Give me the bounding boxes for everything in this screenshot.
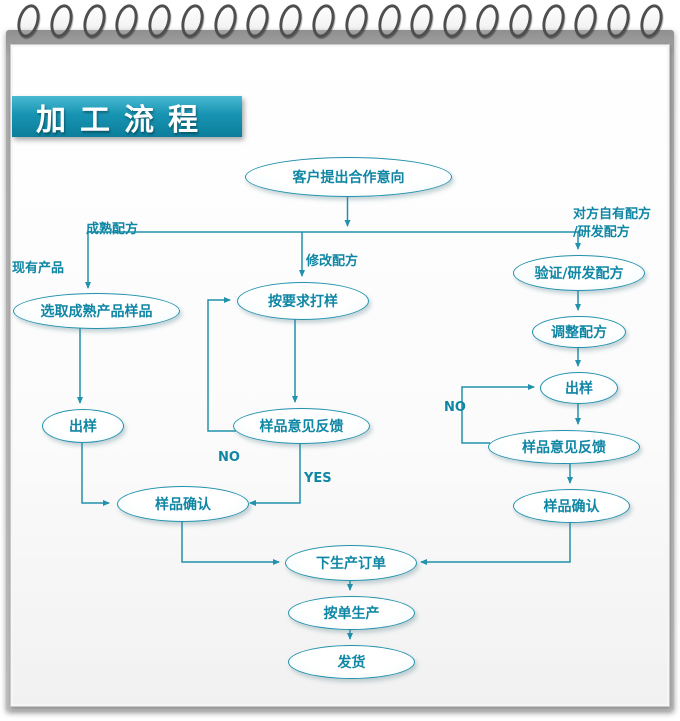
node-customer-intent: 客户提出合作意向 bbox=[245, 157, 452, 197]
node-confirm-left: 样品确认 bbox=[117, 486, 249, 522]
node-verify-develop-formula: 验证/研发配方 bbox=[513, 255, 645, 291]
spiral-ring-icon bbox=[571, 1, 601, 41]
node-feedback-mid: 样品意见反馈 bbox=[233, 408, 370, 444]
edge-label-no-right: NO bbox=[444, 400, 466, 415]
node-ship: 发货 bbox=[288, 645, 415, 679]
spiral-ring-icon bbox=[407, 1, 437, 41]
node-feedback-right: 样品意见反馈 bbox=[488, 430, 640, 464]
spiral-binding bbox=[13, 1, 667, 41]
node-select-mature-sample: 选取成熟产品样品 bbox=[13, 293, 180, 329]
node-produce-per-order: 按单生产 bbox=[288, 596, 415, 630]
node-sample-out-left: 出样 bbox=[42, 409, 124, 443]
spiral-ring-icon bbox=[13, 1, 44, 41]
spiral-ring-icon bbox=[275, 1, 306, 41]
spiral-ring-icon bbox=[46, 1, 77, 41]
spiral-ring-icon bbox=[210, 1, 240, 41]
spiral-ring-icon bbox=[112, 1, 142, 41]
title-banner: 加工流程 bbox=[12, 96, 242, 138]
spiral-ring-icon bbox=[177, 1, 208, 41]
spiral-ring-icon bbox=[308, 1, 339, 41]
spiral-ring-icon bbox=[439, 1, 470, 41]
spiral-ring-icon bbox=[538, 1, 568, 41]
spiral-ring-icon bbox=[341, 1, 372, 41]
edge-label-yes-mid: YES bbox=[304, 471, 332, 486]
node-adjust-formula: 调整配方 bbox=[532, 316, 626, 348]
edge-label-modify-formula: 修改配方 bbox=[306, 254, 359, 269]
edge-label-no-mid: NO bbox=[218, 450, 240, 465]
spiral-ring-icon bbox=[636, 1, 667, 41]
spiral-ring-icon bbox=[603, 1, 634, 41]
node-confirm-right: 样品确认 bbox=[513, 489, 630, 523]
spiral-ring-icon bbox=[243, 1, 273, 41]
edge-label-partner-formula-line2: /研发配方 bbox=[573, 225, 630, 240]
spiral-ring-icon bbox=[79, 1, 109, 41]
node-production-order: 下生产订单 bbox=[285, 545, 417, 581]
edge-label-mature-formula: 成熟配方 bbox=[86, 222, 139, 237]
page-title: 加工流程 bbox=[36, 102, 212, 138]
spiral-ring-icon bbox=[505, 1, 535, 41]
spiral-ring-icon bbox=[472, 1, 503, 41]
edge-label-partner-formula-line1: 对方自有配方 bbox=[573, 207, 652, 222]
edge-label-existing-product: 现有产品 bbox=[12, 261, 65, 276]
node-sample-on-request: 按要求打样 bbox=[237, 282, 369, 320]
node-sample-out-right: 出样 bbox=[540, 372, 618, 404]
spiral-ring-icon bbox=[374, 1, 404, 41]
spiral-ring-icon bbox=[144, 1, 175, 41]
